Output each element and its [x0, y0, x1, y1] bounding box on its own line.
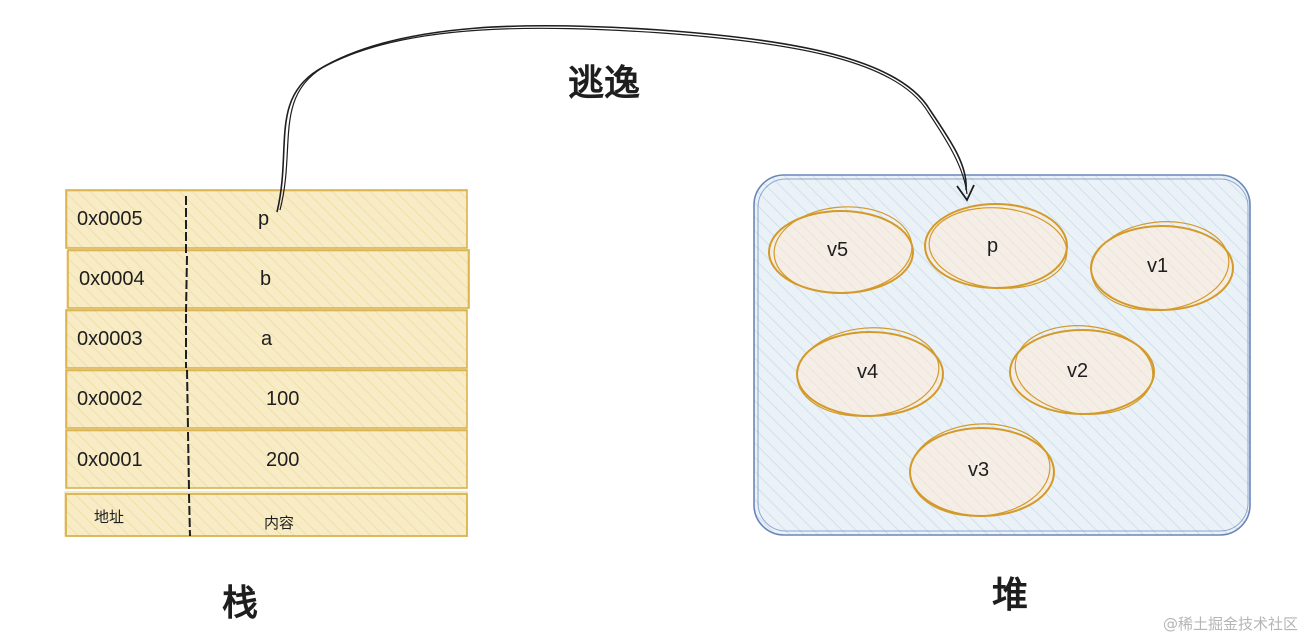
stack-row [65, 369, 468, 429]
stack-content: 200 [266, 449, 300, 471]
stack-column-divider [185, 196, 191, 537]
stack-row [66, 249, 470, 309]
heap-object-v2 [1009, 325, 1155, 415]
heap-object-label: p [987, 235, 999, 257]
heap-object-v5 [768, 206, 914, 294]
heap-object-v4 [796, 327, 944, 417]
heap-object-v1 [1090, 221, 1234, 311]
stack-header-content: 内容 [264, 514, 295, 532]
stack-row [65, 429, 468, 489]
heap-object-label: v1 [1147, 255, 1169, 277]
stack-title: 栈 [222, 582, 259, 624]
stack-content: a [261, 328, 273, 350]
stack-row [65, 189, 468, 249]
stack-header-row [64, 491, 468, 537]
stack-address: 0x0003 [77, 328, 143, 350]
stack-content: b [260, 268, 272, 290]
stack-address: 0x0005 [77, 208, 143, 230]
stack-content: p [258, 208, 270, 230]
heap-object-label: v3 [968, 459, 990, 481]
heap-title: 堆 [992, 574, 1029, 616]
heap-object-p [924, 203, 1068, 289]
stack-table [64, 189, 470, 537]
escape-label: 逃逸 [568, 62, 641, 104]
stack-row [65, 309, 468, 369]
stack-header-address: 地址 [94, 508, 125, 526]
watermark: @稀土掘金技术社区 [1162, 615, 1298, 633]
stack-content: 100 [266, 388, 300, 410]
heap-object-label: v5 [827, 239, 849, 261]
heap-object-label: v4 [857, 361, 879, 383]
escape-arrow [276, 24, 975, 213]
heap-object-label: v2 [1067, 360, 1089, 382]
heap-object-v3 [909, 423, 1055, 517]
stack-address: 0x0002 [77, 388, 143, 410]
stack-address: 0x0004 [79, 268, 145, 290]
stack-address: 0x0001 [77, 449, 143, 471]
